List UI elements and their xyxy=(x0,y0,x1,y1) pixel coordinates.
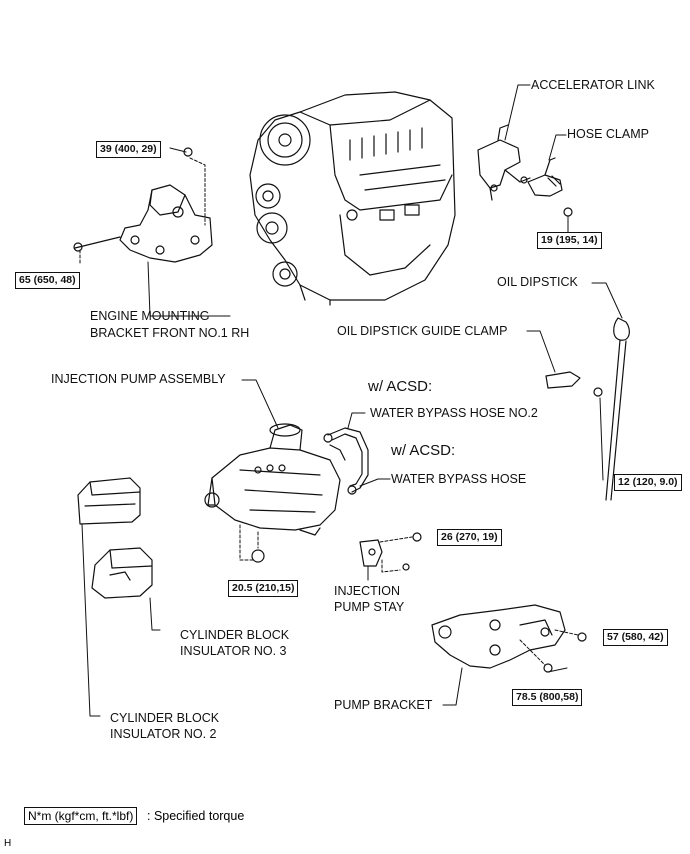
label-cyl-insulator2-line2: INSULATOR NO. 2 xyxy=(110,727,217,741)
acsd-note-2: w/ ACSD: xyxy=(391,442,456,459)
torque-box-78-5: 78.5 (800,58) xyxy=(512,689,583,706)
legend-text: : Specified torque xyxy=(147,809,245,823)
accelerator-link-illustration xyxy=(477,124,531,201)
torque-box-65: 65 (650, 48) xyxy=(15,272,80,289)
acsd-note-1: w/ ACSD: xyxy=(368,378,433,395)
stay-dash-lines xyxy=(379,536,413,573)
bracket-dash-lines xyxy=(519,629,579,666)
leader-lines xyxy=(81,84,623,717)
label-accelerator-link: ACCELERATOR LINK xyxy=(531,78,655,92)
torque-box-12: 12 (120, 9.0) xyxy=(614,474,682,491)
engine-block-illustration xyxy=(249,91,456,306)
label-water-bypass-hose-no2: WATER BYPASS HOSE NO.2 xyxy=(370,406,538,420)
cylinder-insulator-no3-illustration xyxy=(91,547,153,599)
label-injection-pump-assembly: INJECTION PUMP ASSEMBLY xyxy=(51,372,226,386)
label-injection-pump-stay-line2: PUMP STAY xyxy=(334,600,405,614)
label-oil-dipstick: OIL DIPSTICK xyxy=(497,275,578,289)
label-engine-mount-line2: BRACKET FRONT NO.1 RH xyxy=(90,326,250,340)
label-pump-bracket: PUMP BRACKET xyxy=(334,698,433,712)
torque-box-26: 26 (270, 19) xyxy=(437,529,502,546)
pump-bracket-illustration xyxy=(431,604,566,669)
torque-box-20-5: 20.5 (210,15) xyxy=(228,580,299,597)
label-cyl-insulator3-line2: INSULATOR NO. 3 xyxy=(180,644,287,658)
oil-dipstick-illustration xyxy=(605,317,630,501)
legend-unit-box: N*m (kgf*cm, ft.*lbf) xyxy=(24,807,138,825)
injection-pump-illustration xyxy=(204,423,341,536)
label-cyl-insulator2-line1: CYLINDER BLOCK xyxy=(110,711,220,725)
label-oil-dipstick-guide-clamp: OIL DIPSTICK GUIDE CLAMP xyxy=(337,324,508,338)
label-hose-clamp: HOSE CLAMP xyxy=(567,127,649,141)
bracket-bolt-57 xyxy=(577,632,587,642)
label-engine-mount-line1: ENGINE MOUNTING xyxy=(90,309,210,323)
hose-clamp-illustration xyxy=(527,157,573,217)
pump-nut xyxy=(251,549,265,563)
stay-bolt xyxy=(412,532,422,542)
label-injection-pump-stay-line1: INJECTION xyxy=(334,584,400,598)
label-water-bypass-hose: WATER BYPASS HOSE xyxy=(391,472,527,486)
engine-mount-bracket-illustration xyxy=(73,184,213,263)
guide-clamp-illustration xyxy=(545,371,603,397)
bracket-bolt-78 xyxy=(543,663,553,673)
mount-bolt-leaders xyxy=(79,157,206,266)
water-bypass-hose-illustration xyxy=(323,427,369,495)
torque-box-57: 57 (580, 42) xyxy=(603,629,668,646)
label-cyl-insulator3-line1: CYLINDER BLOCK xyxy=(180,628,290,642)
pump-dash-lines xyxy=(239,524,259,561)
cylinder-insulator-no2-illustration xyxy=(77,477,141,525)
injection-pump-stay-illustration xyxy=(359,539,410,571)
torque-box-19: 19 (195, 14) xyxy=(537,232,602,249)
torque-box-39: 39 (400, 29) xyxy=(96,141,161,158)
corner-mark: H xyxy=(4,838,12,849)
